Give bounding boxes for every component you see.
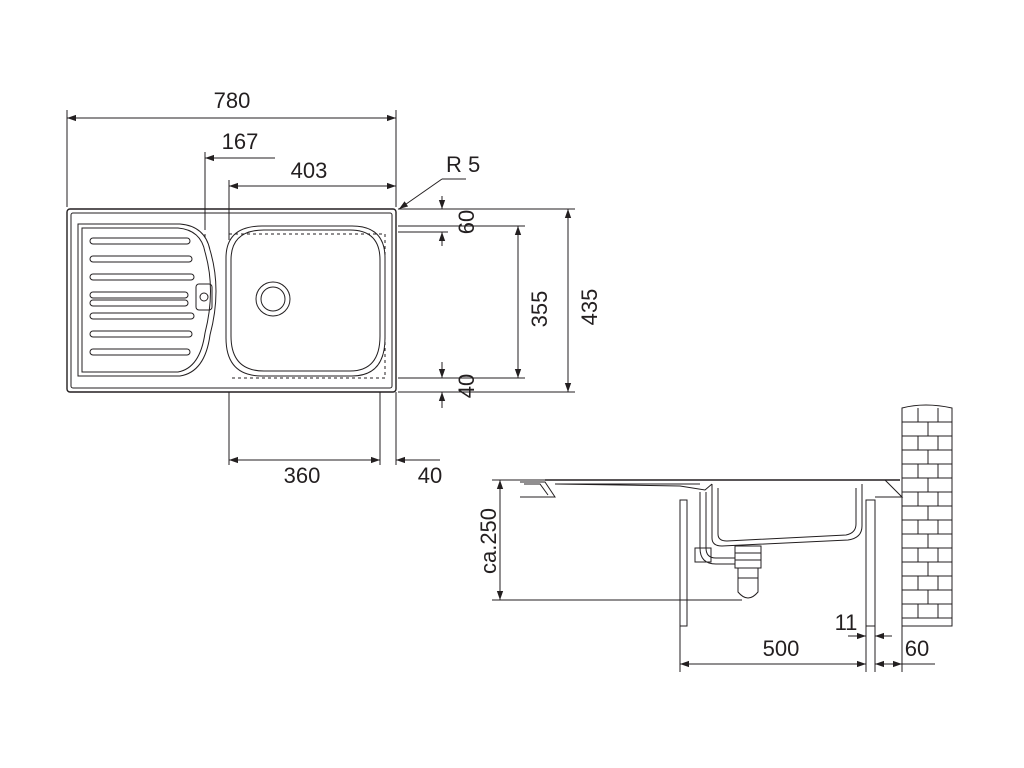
dim-label-355: 355	[527, 291, 552, 328]
drainer-grooves	[89, 237, 195, 356]
dim-top-margin: 60	[438, 196, 479, 246]
brick-wall	[901, 404, 953, 627]
dim-label-60-top: 60	[454, 210, 479, 234]
dim-install-depth: ca.250	[476, 480, 504, 600]
dim-cabinet-depth: 500	[680, 636, 866, 668]
dim-label-11: 11	[835, 610, 858, 635]
drainer-board	[77, 223, 217, 377]
drain-icon	[255, 281, 291, 317]
sink-bowl	[225, 225, 386, 377]
dim-bowl-width: 403	[229, 158, 396, 190]
side-view-extension-lines	[492, 479, 903, 672]
dim-label-ca250: ca.250	[476, 508, 501, 574]
dim-overall-depth: 435	[564, 209, 602, 392]
sink-side-view	[520, 479, 904, 627]
dim-label-60-bottom: 60	[905, 636, 929, 661]
dim-label-500: 500	[763, 636, 800, 661]
overflow-icon	[195, 283, 213, 311]
dim-right-margin: 40	[396, 456, 442, 488]
dim-label-780: 780	[214, 88, 251, 113]
dim-overall-width: 780	[67, 88, 396, 122]
dim-bowl-depth: 355	[514, 226, 552, 378]
dim-label-403: 403	[291, 158, 328, 183]
dim-wall-gap: 60	[875, 636, 935, 668]
dim-label-360: 360	[284, 463, 321, 488]
dim-panel-thickness: 11	[835, 610, 892, 640]
dim-label-435: 435	[577, 289, 602, 326]
sink-top-view	[66, 208, 397, 393]
dim-label-167: 167	[222, 129, 259, 154]
dim-bowl-width-inner: 360	[229, 456, 380, 488]
dim-bottom-margin: 40	[438, 362, 479, 408]
dim-label-r5: R 5	[446, 152, 480, 177]
dim-drainer-offset: 167	[205, 129, 275, 162]
dim-label-40-right: 40	[454, 374, 479, 398]
dim-corner-radius: R 5	[398, 152, 480, 210]
dim-label-40-bottom: 40	[418, 463, 442, 488]
